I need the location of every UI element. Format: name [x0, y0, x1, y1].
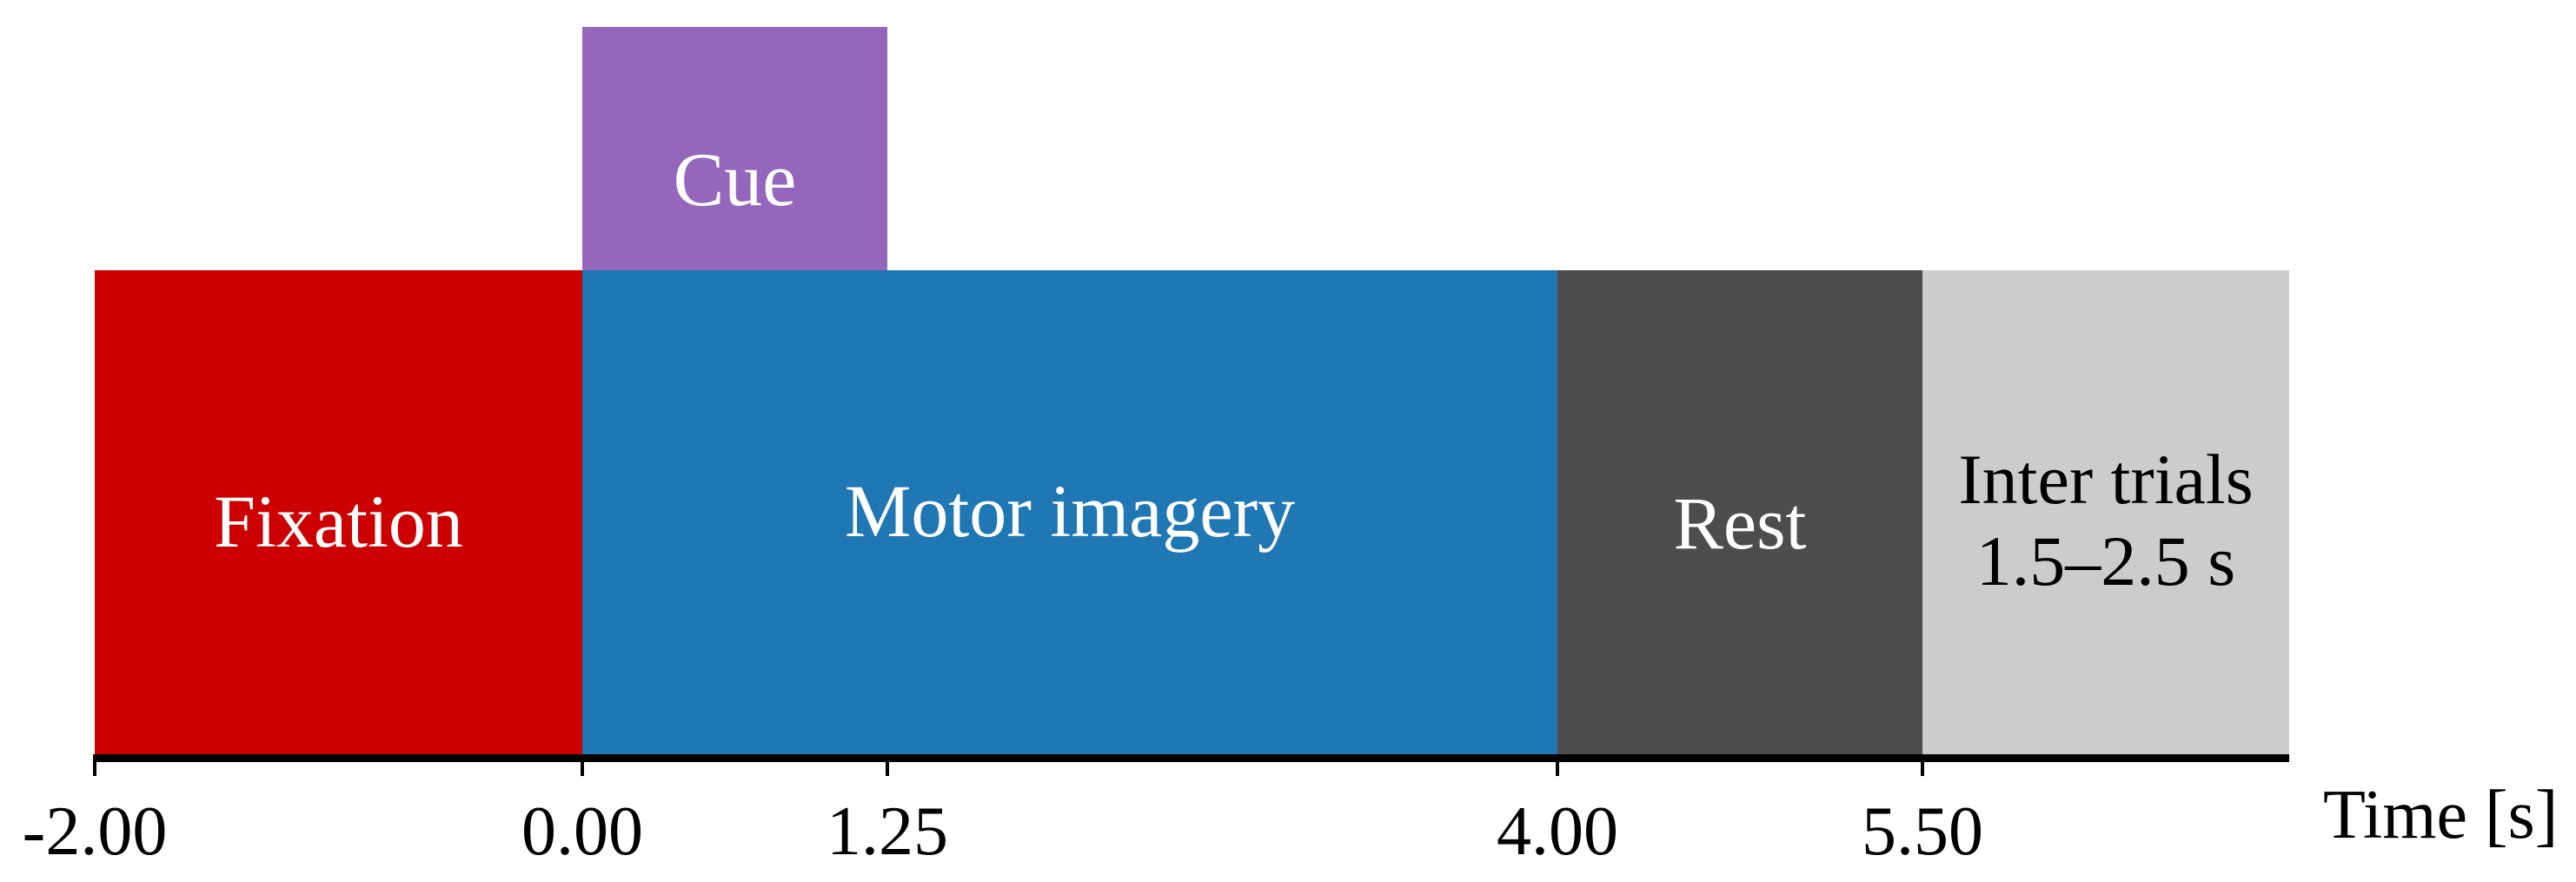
tick-label-4: 4.00: [1497, 793, 1618, 870]
time-axis-title: Time [s]: [2323, 777, 2559, 853]
inter-trials-segment: Inter trials 1.5–2.5 s: [1922, 270, 2289, 754]
tick-label-neg2: -2.00: [22, 793, 168, 870]
tick-mark-1-25: [886, 754, 889, 776]
motor-imagery-segment: Motor imagery: [582, 270, 1557, 754]
tick-label-5-5: 5.50: [1862, 793, 1983, 870]
inter-trials-label-line2: 1.5–2.5 s: [1975, 521, 2236, 600]
tick-mark-neg2: [93, 754, 96, 776]
cue-label: Cue: [673, 138, 797, 222]
rest-label: Rest: [1673, 481, 1807, 565]
tick-mark-4: [1556, 754, 1559, 776]
tick-mark-5-5: [1921, 754, 1924, 776]
motor-imagery-label: Motor imagery: [844, 469, 1296, 553]
tick-label-0: 0.00: [521, 793, 643, 870]
cue-block: Cue: [582, 27, 887, 270]
inter-trials-label-line1: Inter trials: [1958, 440, 2254, 519]
tick-label-1-25: 1.25: [827, 793, 948, 870]
fixation-segment: Fixation: [95, 270, 582, 754]
fixation-label: Fixation: [214, 480, 463, 563]
tick-mark-0: [581, 754, 584, 776]
time-axis-line: [93, 754, 2289, 762]
rest-segment: Rest: [1557, 270, 1922, 754]
